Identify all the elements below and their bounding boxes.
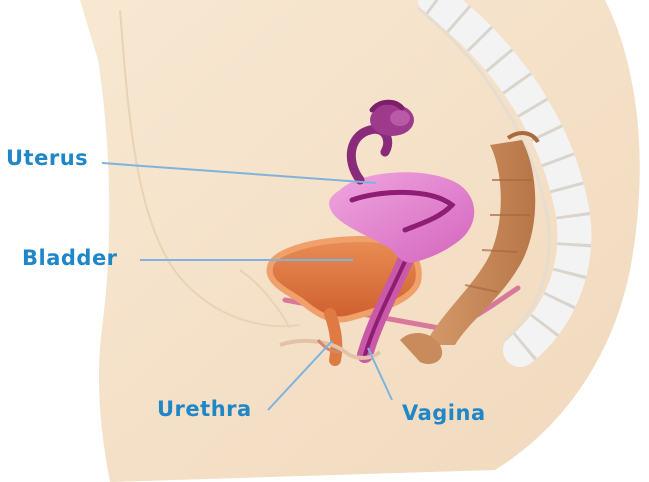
vagina-label: Vagina xyxy=(402,403,486,424)
bladder-label: Bladder xyxy=(22,248,118,269)
urethra-label: Urethra xyxy=(157,399,252,420)
uterus-label: Uterus xyxy=(6,148,88,169)
